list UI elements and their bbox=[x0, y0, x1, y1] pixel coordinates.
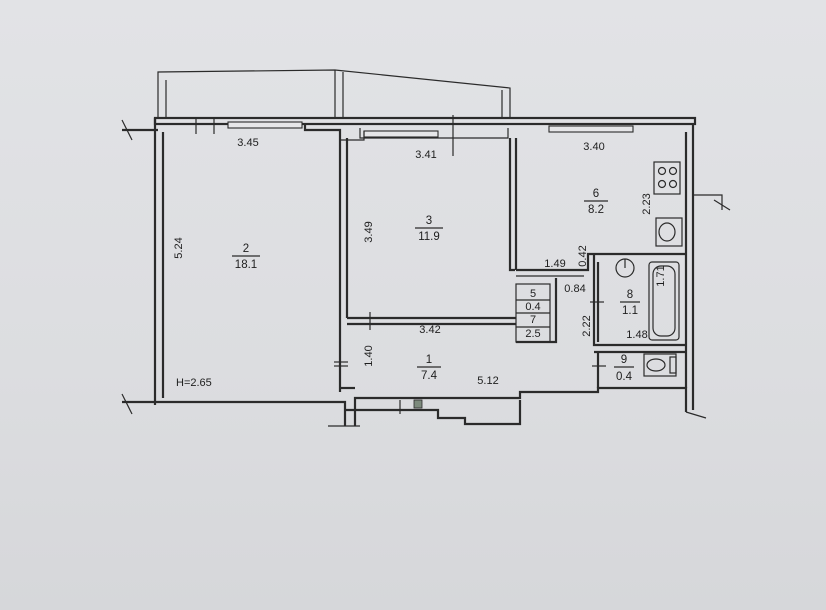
room-5-area: 0.4 bbox=[525, 301, 540, 313]
room-3-area: 11.9 bbox=[418, 231, 440, 243]
room-2-number: 2 bbox=[243, 243, 249, 255]
windows bbox=[195, 115, 634, 156]
dim-room6-width: 3.40 bbox=[583, 141, 604, 153]
room-7-area: 1.1 bbox=[622, 305, 638, 317]
dim-tub-length: 1.71 bbox=[655, 265, 667, 286]
window-room-3 bbox=[363, 130, 439, 138]
window-room-6 bbox=[548, 125, 634, 133]
dim-room2-height: 5.24 bbox=[173, 237, 185, 258]
fixtures bbox=[615, 161, 683, 377]
dim-hall-length: 5.12 bbox=[477, 375, 498, 387]
outer-walls bbox=[121, 116, 731, 426]
entrance-door bbox=[328, 399, 423, 427]
dim-room3-width: 3.41 bbox=[415, 149, 436, 161]
interior-walls bbox=[303, 124, 686, 392]
balcony bbox=[157, 69, 511, 118]
room-8-number: 9 bbox=[621, 354, 627, 366]
dim-corridor-depth: 0.42 bbox=[577, 245, 589, 266]
room-1-number: 1 bbox=[426, 354, 432, 366]
room-8-area: 0.4 bbox=[616, 371, 633, 383]
stove-icon bbox=[653, 161, 681, 195]
room-2-area: 18.1 bbox=[235, 259, 257, 271]
kitchen-sink-icon bbox=[655, 217, 683, 247]
room-6-area: 8.2 bbox=[588, 204, 604, 216]
room-9-number: 7 bbox=[530, 314, 536, 326]
dimension-labels: 3.45 5.24 3.41 3.49 3.40 2.23 3.42 5.12 … bbox=[173, 137, 667, 389]
dim-closet-width: 0.84 bbox=[564, 283, 585, 295]
dim-room3-height: 3.49 bbox=[363, 221, 375, 242]
dim-corridor-width: 1.49 bbox=[544, 258, 565, 270]
dim-hall-width: 3.42 bbox=[419, 324, 440, 336]
dim-hall-height: 1.40 bbox=[363, 345, 375, 366]
ceiling-height: H=2.65 bbox=[176, 377, 212, 389]
room-9-area: 2.5 bbox=[525, 328, 540, 340]
bathtub-icon bbox=[648, 261, 680, 341]
room-5-number: 5 bbox=[530, 288, 536, 300]
dim-bath-width: 1.48 bbox=[626, 329, 647, 341]
room-6-number: 6 bbox=[593, 188, 599, 200]
room-labels: 2 18.1 3 11.9 6 8.2 1 7.4 8 1.1 9 0.4 5 … bbox=[232, 188, 640, 383]
dim-room2-width: 3.45 bbox=[237, 137, 258, 149]
room-7-number: 8 bbox=[627, 289, 633, 301]
window-room-2 bbox=[227, 121, 303, 129]
room-1-area: 7.4 bbox=[421, 370, 438, 382]
dim-bath-height: 2.22 bbox=[581, 315, 593, 336]
dim-room6-height: 2.23 bbox=[641, 193, 653, 214]
room-3-number: 3 bbox=[426, 215, 432, 227]
